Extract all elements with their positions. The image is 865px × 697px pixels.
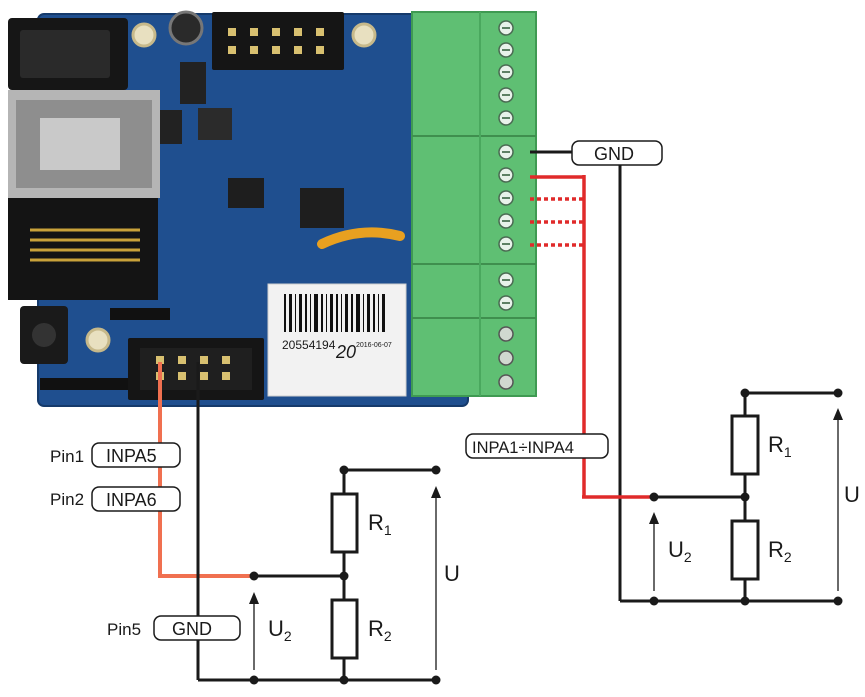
u-label-left: U: [444, 561, 460, 586]
chip: [300, 188, 344, 228]
capacitor: [168, 10, 204, 46]
resistor-r1: [330, 492, 359, 554]
pin5-label: Pin5: [107, 620, 141, 639]
pcb-board: 20554194 20 2016-06-07: [8, 10, 469, 407]
r2-label-left: R2: [368, 616, 392, 644]
chip: [160, 110, 182, 144]
gnd-tag-left: [153, 615, 241, 641]
inputs-tag: [465, 433, 609, 459]
inpa5-text: INPA5: [106, 446, 157, 466]
barcode-date: 2016-06-07: [356, 342, 392, 349]
terminal-blocks: [411, 11, 537, 397]
inpa6-text: INPA6: [106, 490, 157, 510]
left-circuit: Pin1 INPA5 Pin2 INPA6 Pin5 GND R1 R2 U2 …: [50, 362, 460, 685]
u-label-right: U: [844, 482, 860, 507]
u2-label-left: U2: [268, 616, 292, 644]
chip: [228, 178, 264, 208]
chip: [198, 108, 232, 140]
pin1-label: Pin1: [50, 447, 84, 466]
resistor-r2: [330, 598, 359, 660]
barcode-number: 20554194: [282, 338, 336, 352]
mounting-hole: [351, 22, 377, 48]
u2-label-right: U2: [668, 537, 692, 565]
r2-label-right: R2: [768, 537, 792, 565]
inpa5-tag: [91, 442, 181, 468]
barcode-sticker: 20554194 20 2016-06-07: [267, 283, 407, 397]
mounting-hole: [85, 327, 111, 353]
inputs-text: INPA1÷INPA4: [472, 439, 574, 457]
inpa6-tag: [91, 486, 181, 512]
r1-label-left: R1: [368, 510, 392, 538]
mounting-hole: [131, 22, 157, 48]
gnd-text-left: GND: [172, 619, 212, 639]
resistor-r1-right: [730, 414, 760, 476]
right-circuit: GND INPA1÷INPA4 R1 R2 U2 U: [465, 140, 860, 606]
chip: [180, 62, 206, 104]
r1-label-right: R1: [768, 432, 792, 460]
top-header: [212, 12, 344, 70]
pin2-label: Pin2: [50, 490, 84, 509]
gnd-tag-right: [571, 140, 663, 166]
resistor-r2-right: [730, 519, 760, 581]
barcode-handwritten: 20: [335, 342, 356, 362]
gnd-text-right: GND: [594, 144, 634, 164]
